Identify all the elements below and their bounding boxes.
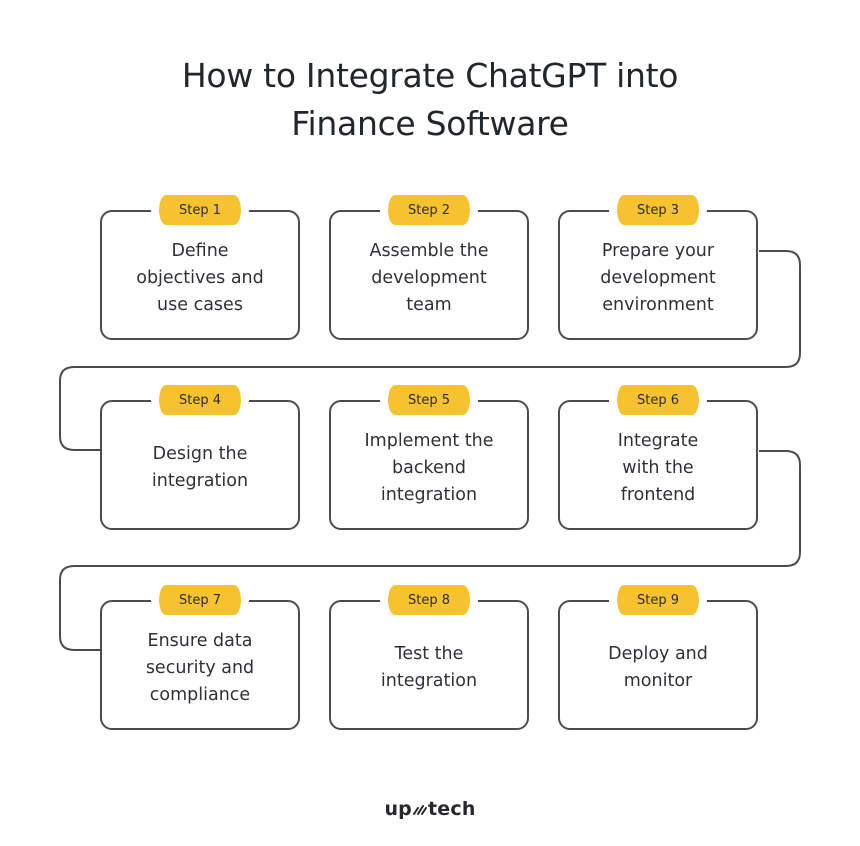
step-text: Test the integration	[380, 644, 478, 691]
slanted-dashes-icon	[412, 805, 427, 815]
logo-text-right: tech	[427, 798, 476, 820]
page-title: How to Integrate ChatGPT into Finance So…	[0, 52, 860, 148]
step-text: Ensure data security and compliance	[145, 630, 255, 705]
step-2-card: Step 2 Assemble the development team	[329, 195, 529, 340]
title-line-2: Finance Software	[291, 104, 569, 143]
step-badge: Step 1	[151, 195, 249, 225]
step-3-card: Step 3 Prepare your development environm…	[558, 195, 758, 340]
step-badge: Step 6	[609, 385, 707, 415]
step-7-card: Step 7 Ensure data security and complian…	[100, 585, 300, 730]
step-badge: Step 8	[380, 585, 478, 615]
step-badge: Step 9	[609, 585, 707, 615]
step-text: Define objectives and use cases	[136, 240, 264, 315]
step-4-card: Step 4 Design the integration	[100, 385, 300, 530]
step-text: Design the integration	[151, 444, 249, 491]
connector-row2-row3	[59, 450, 801, 651]
step-badge: Step 3	[609, 195, 707, 225]
step-text: Assemble the development team	[369, 240, 489, 315]
step-1-card: Step 1 Define objectives and use cases	[100, 195, 300, 340]
uptech-logo: up tech	[0, 798, 860, 820]
step-5-card: Step 5 Implement the backend integration	[329, 385, 529, 530]
step-text: Integrate with the frontend	[617, 430, 699, 505]
step-6-card: Step 6 Integrate with the frontend	[558, 385, 758, 530]
step-badge: Step 2	[380, 195, 478, 225]
step-text: Implement the backend integration	[364, 430, 494, 505]
step-9-card: Step 9 Deploy and monitor	[558, 585, 758, 730]
step-badge: Step 7	[151, 585, 249, 615]
step-text: Deploy and monitor	[608, 644, 708, 691]
connector-row1-row2	[59, 250, 801, 451]
step-8-card: Step 8 Test the integration	[329, 585, 529, 730]
step-badge: Step 4	[151, 385, 249, 415]
logo-text-left: up	[384, 798, 412, 820]
step-badge: Step 5	[380, 385, 478, 415]
title-line-1: How to Integrate ChatGPT into	[181, 56, 679, 95]
step-text: Prepare your development environment	[600, 240, 716, 315]
